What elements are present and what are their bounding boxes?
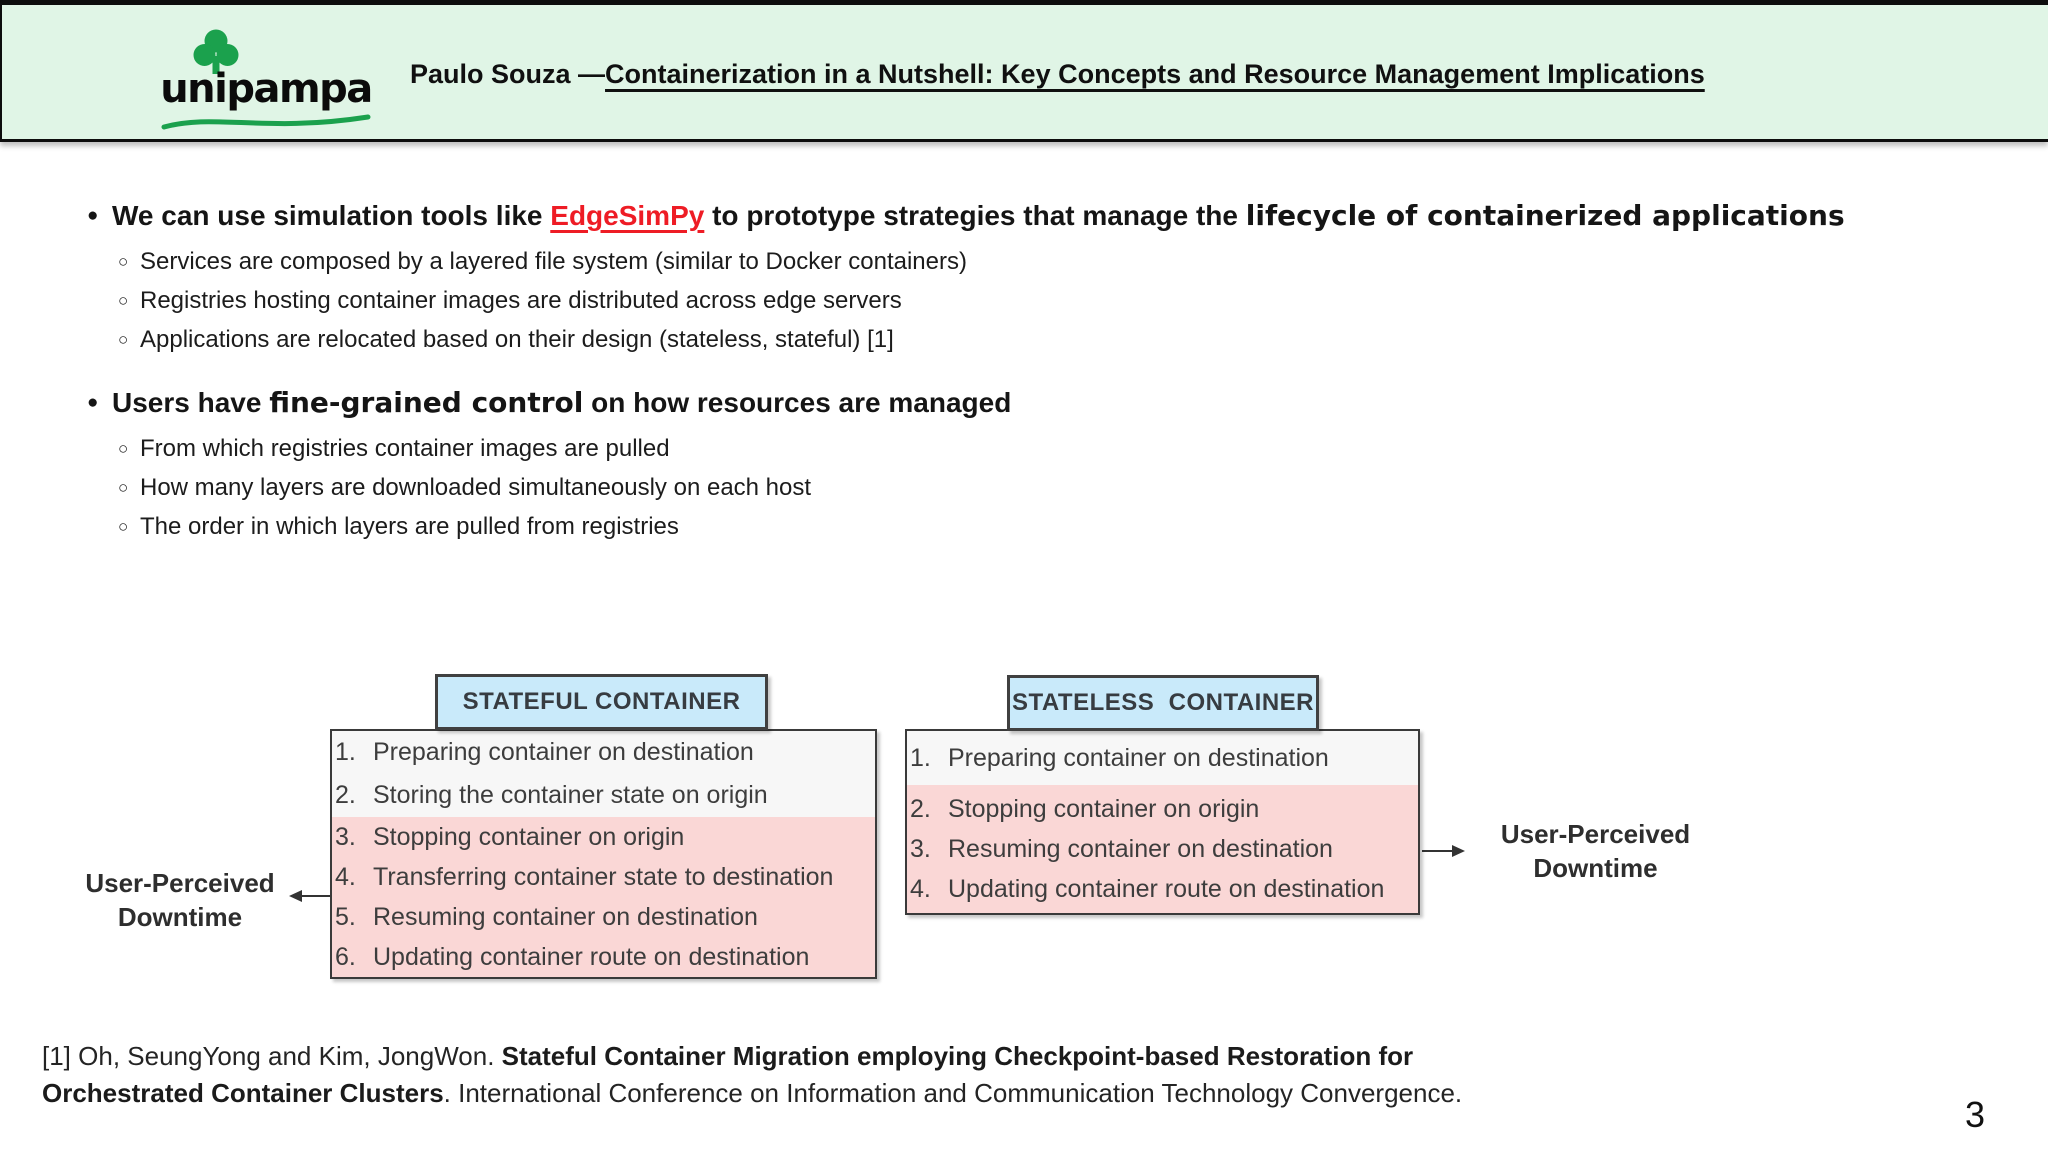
sub-bullet-text: Services are composed by a layered file … bbox=[140, 248, 967, 275]
slide-header: unipampa Paulo Souza — Containerization … bbox=[0, 0, 2048, 142]
step-number: 5. bbox=[335, 902, 356, 931]
step-number: 4. bbox=[910, 874, 931, 903]
citation-line-2: Orchestrated Container Clusters. Interna… bbox=[42, 1075, 1802, 1112]
right-arrow-icon bbox=[1422, 845, 1465, 857]
step-row: 2. Stopping container on origin bbox=[907, 789, 1418, 829]
downtime-label-line2: Downtime bbox=[117, 902, 243, 932]
step-row: 1. Preparing container on destination bbox=[907, 733, 1418, 783]
bullet-1-mid: to prototype strategies that manage the bbox=[704, 200, 1246, 231]
sub-bullet-text: Applications are relocated based on thei… bbox=[140, 326, 894, 353]
stateful-normal-phase: 1. Preparing container on destination 2.… bbox=[332, 731, 875, 817]
sub-bullet-text: The order in which layers are pulled fro… bbox=[140, 513, 679, 540]
stateless-downtime-phase: 2. Stopping container on origin 3. Resum… bbox=[907, 785, 1418, 913]
circle-bullet-icon: ○ bbox=[118, 517, 129, 536]
step-number: 4. bbox=[335, 862, 356, 891]
step-text: Preparing container on destination bbox=[373, 738, 754, 766]
sub-bullet-text: How many layers are downloaded simultane… bbox=[140, 474, 812, 501]
citation-line-1: [1] Oh, SeungYong and Kim, JongWon. Stat… bbox=[42, 1038, 1802, 1075]
sub-bullet: ○ Applications are relocated based on th… bbox=[118, 320, 1985, 359]
step-number: 3. bbox=[335, 822, 356, 851]
citation-authors: [1] Oh, SeungYong and Kim, JongWon. bbox=[42, 1041, 502, 1071]
sub-bullet: ○ Registries hosting container images ar… bbox=[118, 281, 1985, 320]
step-row: 1. Preparing container on destination bbox=[332, 731, 875, 774]
circle-bullet-icon: ○ bbox=[118, 478, 129, 497]
step-row: 2. Storing the container state on origin bbox=[332, 774, 875, 817]
bullet-icon: ● bbox=[87, 205, 99, 226]
step-text: Stopping container on origin bbox=[948, 794, 1260, 823]
bullet-2-strong: fine-grained control bbox=[269, 386, 584, 419]
citation: [1] Oh, SeungYong and Kim, JongWon. Stat… bbox=[42, 1038, 1802, 1112]
citation-title-part2: Orchestrated Container Clusters bbox=[42, 1078, 444, 1108]
step-text: Transferring container state to destinat… bbox=[373, 862, 834, 891]
unipampa-wave-icon bbox=[161, 114, 371, 130]
step-text: Resuming container on destination bbox=[373, 902, 758, 931]
citation-venue: . International Conference on Informatio… bbox=[443, 1078, 1463, 1108]
sub-bullet: ○ How many layers are downloaded simulta… bbox=[118, 468, 1985, 507]
step-row: 3. Stopping container on origin bbox=[332, 817, 875, 857]
edgesimpy-link[interactable]: EdgeSimPy bbox=[550, 200, 705, 231]
stateful-container-title: STATEFUL CONTAINER bbox=[435, 674, 768, 730]
step-text: Updating container route on destination bbox=[948, 874, 1385, 903]
stateless-normal-phase: 1. Preparing container on destination bbox=[907, 731, 1418, 785]
step-number: 2. bbox=[910, 794, 931, 823]
step-text: Updating container route on destination bbox=[373, 942, 810, 971]
bullet-2-pre: Users have bbox=[112, 387, 270, 418]
step-row: 4. Transferring container state to desti… bbox=[332, 857, 875, 897]
bullet-1-text: We can use simulation tools like EdgeSim… bbox=[112, 198, 1845, 234]
step-text: Stopping container on origin bbox=[373, 822, 685, 851]
step-number: 3. bbox=[910, 834, 931, 863]
unipampa-logo: unipampa bbox=[160, 23, 373, 133]
citation-title-part1: Stateful Container Migration employing C… bbox=[501, 1041, 1414, 1071]
downtime-label-line1: User-Perceived bbox=[1500, 819, 1691, 849]
step-number: 6. bbox=[335, 942, 356, 971]
bullet-2-text: Users have fine-grained control on how r… bbox=[112, 385, 1011, 421]
step-row: 4. Updating container route on destinati… bbox=[907, 869, 1418, 909]
step-number: 2. bbox=[335, 781, 356, 809]
header-title: Paulo Souza — Containerization in a Nuts… bbox=[410, 5, 2028, 144]
circle-bullet-icon: ○ bbox=[118, 252, 129, 271]
stateless-container-title: STATELESS CONTAINER bbox=[1007, 675, 1319, 731]
bullet-1: ● We can use simulation tools like EdgeS… bbox=[85, 198, 1985, 234]
bullet-1-pre: We can use simulation tools like bbox=[112, 200, 551, 231]
sub-bullet: ○ Services are composed by a layered fil… bbox=[118, 242, 1985, 281]
bullet-1-sublist: ○ Services are composed by a layered fil… bbox=[118, 242, 1985, 359]
downtime-label-line2: Downtime bbox=[1533, 853, 1658, 883]
step-text: Storing the container state on origin bbox=[373, 781, 768, 809]
unipampa-tree-icon bbox=[193, 29, 239, 74]
sub-bullet: ○ The order in which layers are pulled f… bbox=[118, 507, 1985, 546]
sub-bullet-text: From which registries container images a… bbox=[140, 435, 670, 462]
step-number: 1. bbox=[335, 738, 356, 766]
step-row: 5. Resuming container on destination bbox=[332, 897, 875, 937]
bullet-2-sublist: ○ From which registries container images… bbox=[118, 429, 1985, 546]
stateful-steps-box: 1. Preparing container on destination 2.… bbox=[330, 729, 877, 979]
step-number: 1. bbox=[910, 743, 931, 772]
bullet-2-post: on how resources are managed bbox=[583, 387, 1012, 418]
bullet-icon: ● bbox=[87, 392, 99, 413]
sub-bullet: ○ From which registries container images… bbox=[118, 429, 1985, 468]
user-perceived-downtime-label-left: User-Perceived Downtime bbox=[55, 866, 305, 934]
step-row: 6. Updating container route on destinati… bbox=[332, 937, 875, 977]
stateless-steps-box: 1. Preparing container on destination 2.… bbox=[905, 729, 1420, 915]
circle-bullet-icon: ○ bbox=[118, 439, 129, 458]
circle-bullet-icon: ○ bbox=[118, 330, 129, 349]
header-title-link[interactable]: Containerization in a Nutshell: Key Conc… bbox=[605, 59, 1705, 89]
bullet-2: ● Users have fine-grained control on how… bbox=[85, 385, 1985, 421]
stateful-downtime-phase: 3. Stopping container on origin 4. Trans… bbox=[332, 817, 875, 977]
step-row: 3. Resuming container on destination bbox=[907, 829, 1418, 869]
bullet-block: ● We can use simulation tools like EdgeS… bbox=[85, 198, 1985, 546]
sub-bullet-text: Registries hosting container images are … bbox=[140, 287, 902, 314]
step-text: Preparing container on destination bbox=[948, 743, 1329, 772]
page-number: 3 bbox=[1964, 1094, 1986, 1135]
downtime-label-line1: User-Perceived bbox=[85, 868, 275, 898]
user-perceived-downtime-label-right: User-Perceived Downtime bbox=[1478, 817, 1713, 885]
circle-bullet-icon: ○ bbox=[118, 291, 129, 310]
header-author: Paulo Souza — bbox=[410, 59, 606, 89]
bullet-1-strong: lifecycle of containerized applications bbox=[1245, 199, 1845, 232]
left-arrow-icon bbox=[289, 890, 330, 902]
unipampa-wordmark: unipampa bbox=[160, 66, 373, 112]
step-text: Resuming container on destination bbox=[948, 834, 1333, 863]
